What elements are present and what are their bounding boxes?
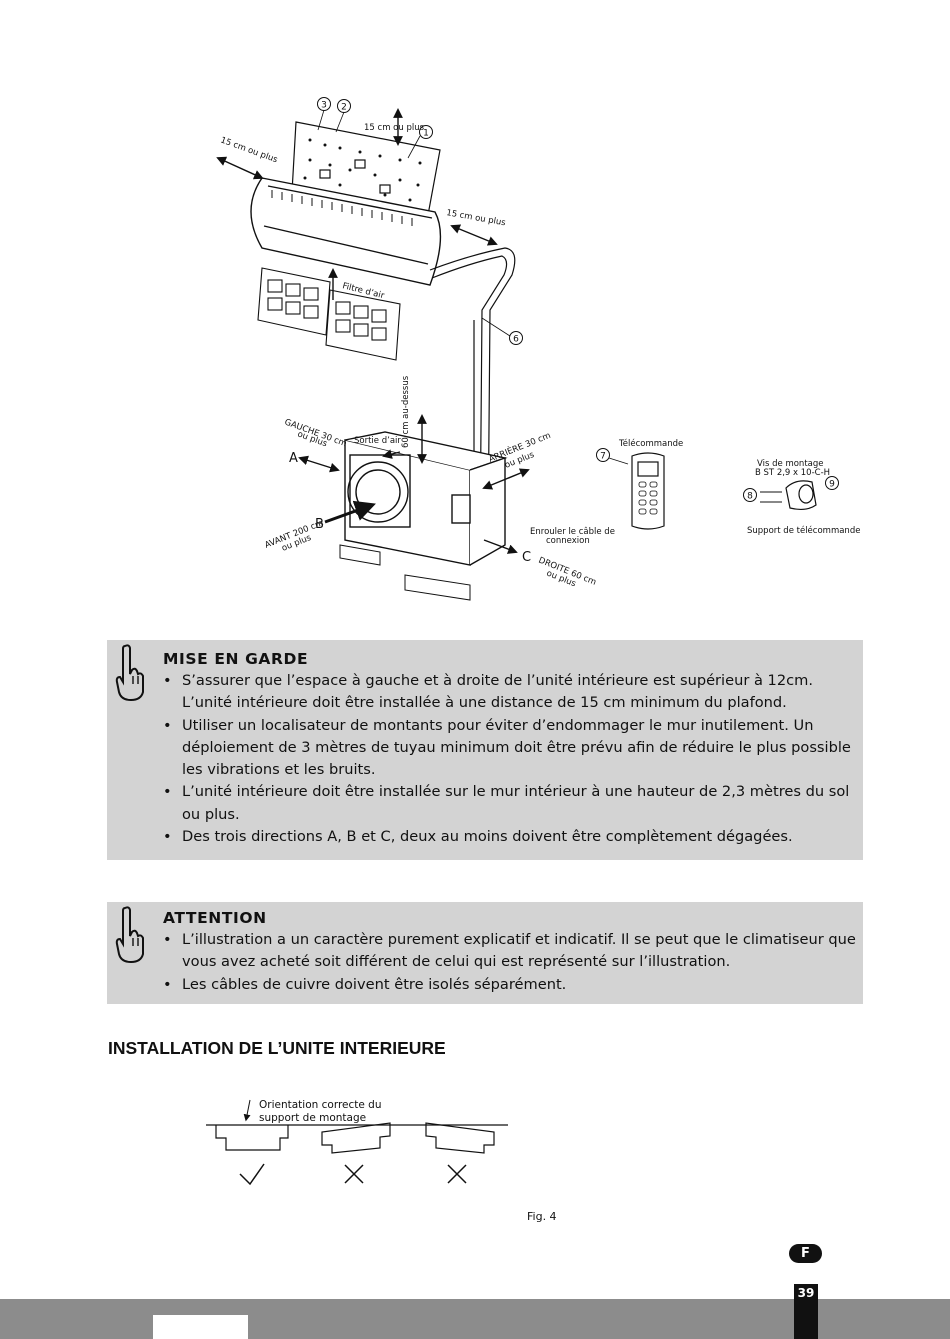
footer-white-block [153, 1315, 248, 1339]
section-title: INSTALLATION DE L’UNITE INTERIEURE [108, 1038, 446, 1058]
attention-list: L’illustration a un caractère purement e… [163, 929, 857, 996]
label-wind-cable-1: Enrouler le câble de [530, 527, 615, 537]
language-badge: F [789, 1244, 822, 1263]
warning-item: L’unité intérieure doit être installée s… [163, 781, 857, 826]
callout-6: 6 [513, 335, 519, 345]
indoor-unit [250, 177, 442, 286]
label-left-clearance: 15 cm ou plus [219, 135, 279, 165]
label-top-clearance: 15 cm ou plus [364, 123, 425, 133]
label-right-clearance: 15 cm ou plus [445, 208, 506, 228]
callout-3: 3 [321, 101, 327, 111]
callout-numbers [317, 97, 839, 502]
warning-item: Utiliser un localisateur de montants pou… [163, 715, 857, 782]
installation-diagram: 1 2 3 6 7 8 9 15 cm ou plus 15 cm ou plu… [216, 97, 860, 601]
cross-icon [447, 1164, 467, 1184]
direction-b: B [315, 517, 324, 532]
label-screws-2: B ST 2,9 x 10-C-H [755, 468, 830, 478]
attention-item: L’illustration a un caractère purement e… [163, 929, 857, 974]
callout-8: 8 [747, 492, 753, 502]
label-above: 60 cm au-dessus [401, 375, 411, 448]
pointing-hand-icon [115, 644, 144, 702]
bracket-correct [215, 1125, 289, 1151]
warning-box: MISE EN GARDE S’assurer que l’espace à g… [107, 640, 863, 860]
fig4-label-1: Orientation correcte du [259, 1099, 382, 1111]
check-icon [239, 1163, 265, 1186]
attention-item: Les câbles de cuivre doivent être isolés… [163, 974, 857, 997]
bracket-wrong-2 [425, 1122, 495, 1154]
pointing-hand-icon [115, 906, 144, 964]
direction-a: A [289, 451, 298, 466]
attention-box: ATTENTION L’illustration a un caractère … [107, 902, 863, 1004]
fig4-bracket-orientation: Orientation correcte du support de monta… [206, 1099, 508, 1186]
fig4-label-2: support de montage [259, 1112, 366, 1124]
warning-item: Des trois directions A, B et C, deux au … [163, 826, 857, 849]
warning-item: S’assurer que l’espace à gauche et à dro… [163, 670, 857, 715]
attention-title: ATTENTION [163, 909, 267, 927]
label-air-outlet: Sortie d’air [354, 436, 401, 446]
warning-list: S’assurer que l’espace à gauche et à dro… [163, 670, 857, 849]
page-number-tab [794, 1284, 818, 1339]
bracket-wrong-1 [321, 1122, 391, 1154]
remote-holder [760, 480, 817, 511]
direction-c: C [522, 550, 531, 565]
remote-control [631, 452, 665, 530]
label-remote: Télécommande [618, 438, 683, 449]
air-filter [257, 267, 401, 361]
clearance-arrows [216, 108, 530, 554]
callout-1: 1 [423, 129, 429, 139]
label-remote-holder: Support de télécommande [747, 525, 860, 536]
support-blocks [339, 544, 471, 601]
fig4-caption: Fig. 4 [527, 1210, 557, 1223]
warning-title: MISE EN GARDE [163, 650, 309, 668]
cross-icon [344, 1164, 364, 1184]
callout-9: 9 [829, 480, 835, 490]
label-screws-1: Vis de montage [757, 459, 823, 469]
page-number: 39 [797, 1286, 815, 1300]
label-wind-cable-2: connexion [546, 536, 590, 546]
callout-7: 7 [600, 452, 606, 462]
callout-2: 2 [341, 103, 347, 113]
